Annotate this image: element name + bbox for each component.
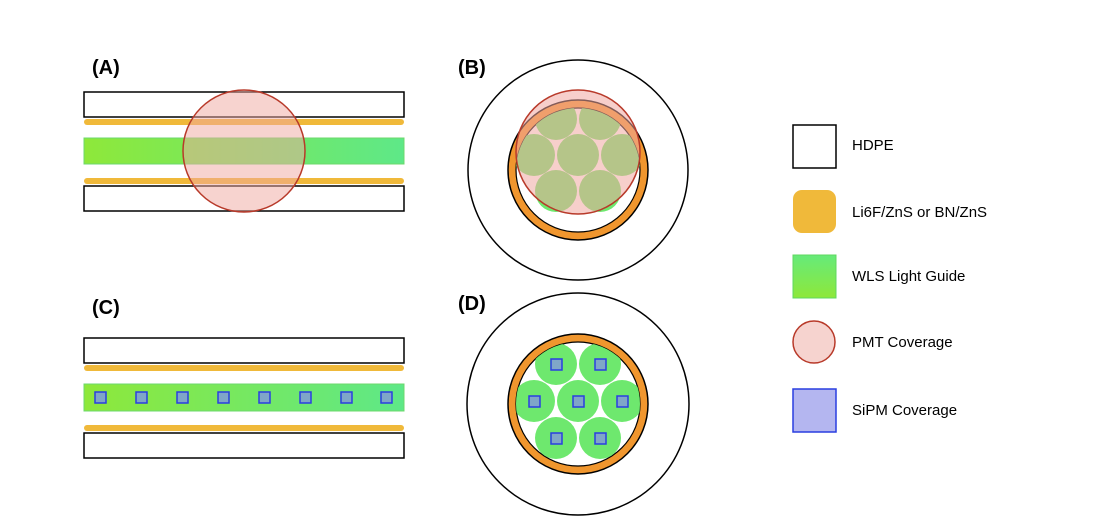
legend-swatch-sipm <box>792 388 837 433</box>
sipm-coverage-square <box>380 391 393 404</box>
sipm-coverage-square <box>594 358 607 371</box>
legend-item-wls: WLS Light Guide <box>792 254 965 299</box>
sipm-coverage-square <box>94 391 107 404</box>
legend-swatch-hdpe <box>792 124 837 169</box>
scintillator-layer-top <box>84 365 404 371</box>
panel-c-label: (C) <box>92 297 120 319</box>
sipm-coverage-square <box>340 391 353 404</box>
panel-a: (A) <box>83 57 405 213</box>
legend-item-sipm: SiPM Coverage <box>792 388 957 433</box>
panel-c: (C) <box>83 297 405 459</box>
sipm-coverage-square <box>135 391 148 404</box>
sipm-coverage-square <box>572 395 585 408</box>
panel-b-label: (B) <box>458 57 486 79</box>
panel-a-label: (A) <box>92 57 120 79</box>
panel-d-label: (D) <box>458 293 486 315</box>
sipm-coverage-square <box>299 391 312 404</box>
sipm-coverage-square <box>217 391 230 404</box>
legend-item-hdpe: HDPE <box>792 124 894 169</box>
legend-label-hdpe: HDPE <box>852 137 894 154</box>
legend: HDPE Li6F/ZnS or BN/ZnS WLS Light Guide … <box>792 124 987 433</box>
sipm-coverage-square <box>550 358 563 371</box>
hdpe-layer-top <box>83 337 405 364</box>
sipm-coverage-square <box>176 391 189 404</box>
sipm-row <box>94 391 393 404</box>
legend-label-pmt: PMT Coverage <box>852 334 953 351</box>
sipm-array <box>528 358 629 445</box>
pmt-coverage-circle <box>182 89 306 213</box>
pmt-coverage-circle <box>515 89 641 215</box>
legend-label-scintillator: Li6F/ZnS or BN/ZnS <box>852 204 987 221</box>
legend-label-wls: WLS Light Guide <box>852 268 965 285</box>
legend-item-pmt: PMT Coverage <box>792 320 953 364</box>
hdpe-layer-bottom <box>83 432 405 459</box>
legend-label-sipm: SiPM Coverage <box>852 402 957 419</box>
panel-b: (B) <box>458 57 689 281</box>
scintillator-layer-bottom <box>84 425 404 431</box>
sipm-coverage-square <box>528 395 541 408</box>
legend-swatch-wls <box>792 254 837 299</box>
sipm-coverage-square <box>616 395 629 408</box>
sipm-coverage-square <box>550 432 563 445</box>
legend-swatch-scintillator <box>793 190 836 233</box>
sipm-coverage-square <box>258 391 271 404</box>
legend-item-scintillator: Li6F/ZnS or BN/ZnS <box>793 190 987 233</box>
panel-d: (D) <box>458 292 690 516</box>
sipm-coverage-square <box>594 432 607 445</box>
legend-swatch-pmt <box>792 320 836 364</box>
wls-light-guide <box>83 383 405 412</box>
